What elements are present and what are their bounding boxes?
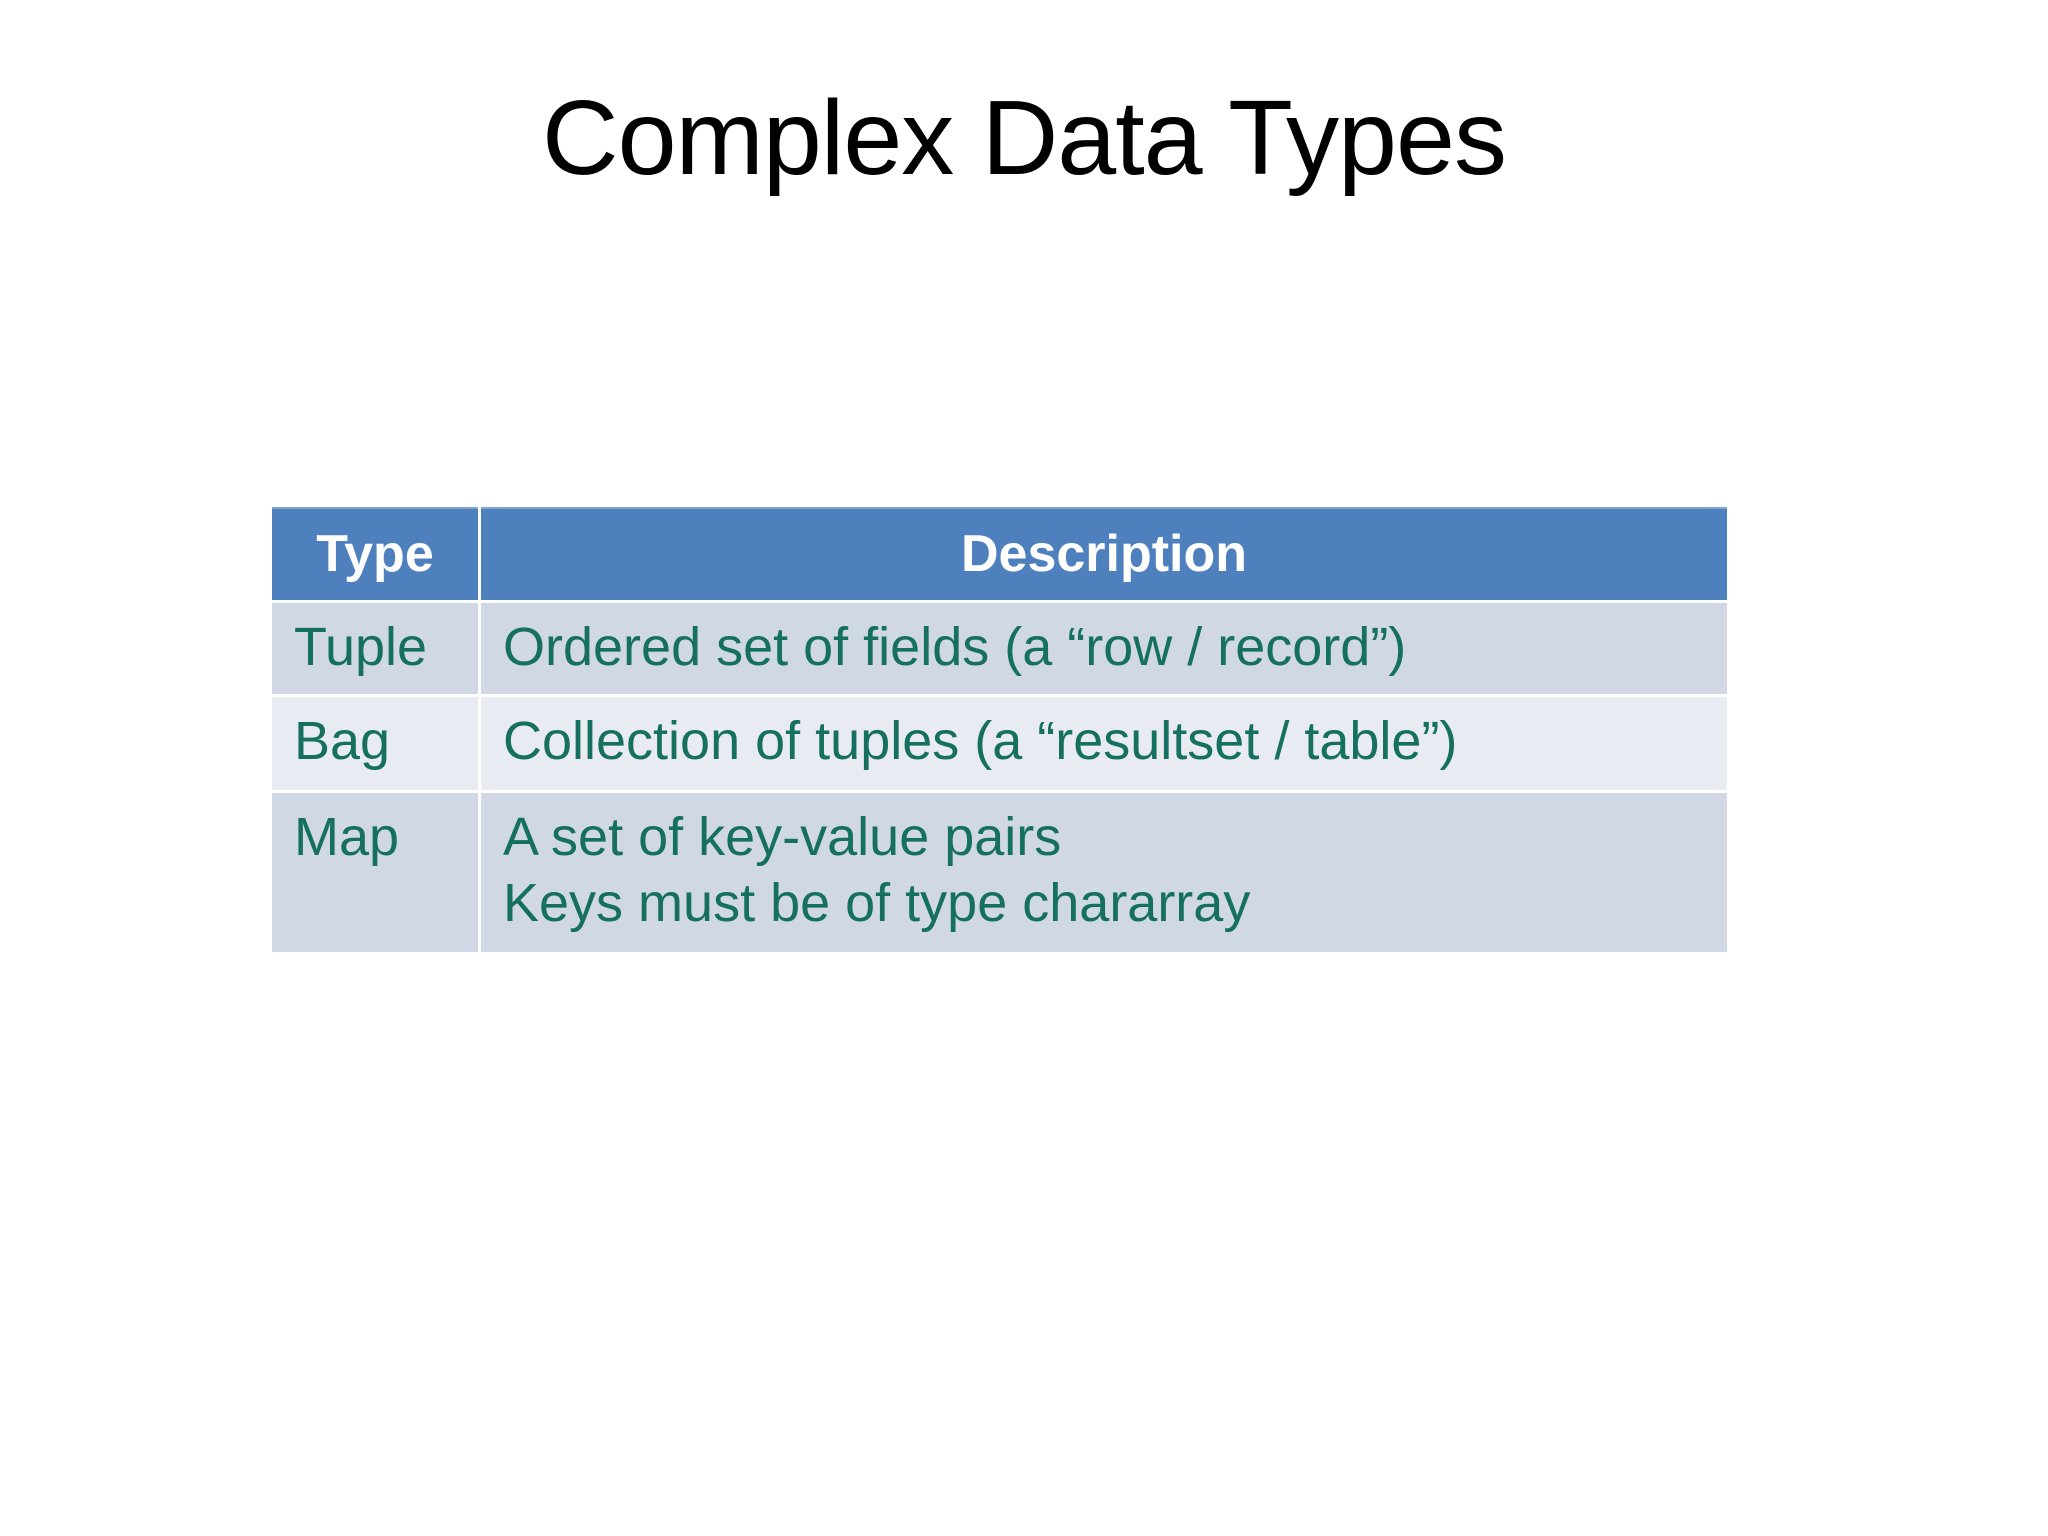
table-cell-type-map: Map <box>272 793 478 952</box>
table-cell-type-bag: Bag <box>272 697 478 790</box>
page-title: Complex Data Types <box>542 79 1507 197</box>
table-cell-description-bag: Collection of tuples (a “resultset / tab… <box>481 697 1727 790</box>
data-types-table: Type Description Tuple Ordered set of fi… <box>272 507 1727 952</box>
table-cell-description-map: A set of key-value pairs Keys must be of… <box>481 793 1727 952</box>
column-header-description: Description <box>481 507 1727 600</box>
column-header-type: Type <box>272 507 478 600</box>
table-cell-description-tuple: Ordered set of fields (a “row / record”) <box>481 603 1727 694</box>
table-cell-type-tuple: Tuple <box>272 603 478 694</box>
